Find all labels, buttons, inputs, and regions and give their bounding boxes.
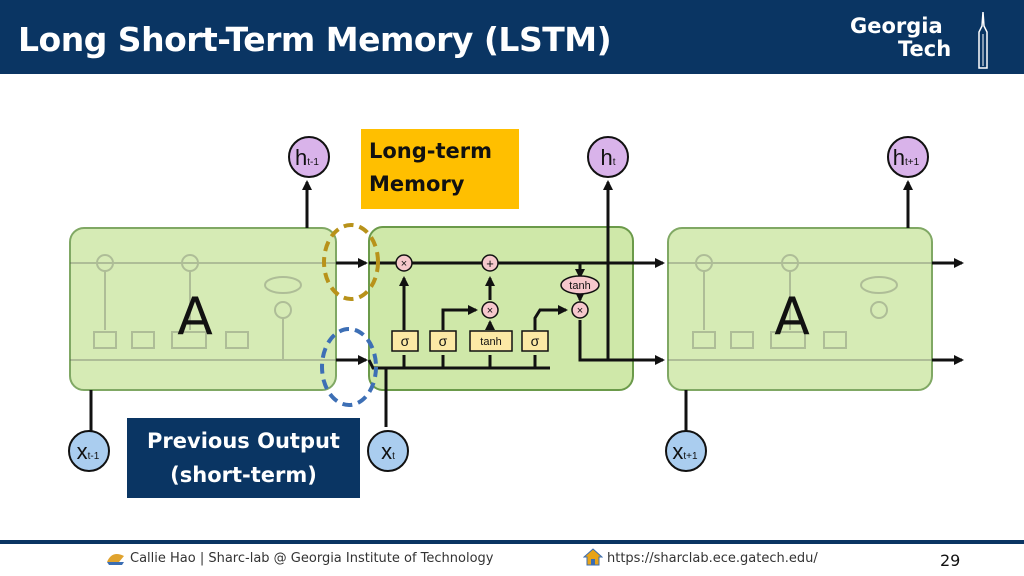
multiply-op-forget: × [395, 254, 413, 272]
node-base: x [77, 439, 88, 464]
cell-label-right: A [774, 287, 810, 347]
logo-line-georgia: Georgia [850, 14, 943, 38]
footer-credit: Callie Hao | Sharc-lab @ Georgia Institu… [130, 551, 494, 566]
svg-text:ht-1: ht-1 [295, 145, 319, 170]
input-gate-arrow [441, 305, 478, 330]
gate-label: σ [439, 333, 448, 349]
connector-lines [89, 180, 964, 433]
logo-line-tech: Tech [898, 37, 952, 61]
svg-text:ht+1: ht+1 [893, 145, 920, 170]
svg-text:ht: ht [600, 145, 615, 170]
candidate-gate: tanh [469, 330, 513, 352]
multiply-op-output: × [571, 301, 589, 319]
tanh-op: tanh [560, 275, 600, 295]
pointwise-ops: × + × × tanh [395, 254, 600, 319]
input-node-xt: xt [367, 430, 409, 472]
input-gate: σ [429, 330, 457, 352]
output-node-ht+1: ht+1 [887, 136, 929, 178]
hidden-state-out-arrow [578, 320, 665, 365]
home-icon[interactable] [583, 548, 603, 566]
add-op: + [481, 254, 499, 272]
long-term-memory-callout: Long-term Memory [361, 129, 519, 209]
faded-internals-right [668, 254, 932, 361]
op-label: × [487, 305, 493, 317]
callout-line-2: (short-term) [170, 463, 317, 487]
tanh-op-label: tanh [569, 280, 590, 292]
page-number: 29 [940, 551, 961, 570]
slide-title: Long Short-Term Memory (LSTM) [18, 20, 612, 59]
op-label: × [401, 258, 407, 270]
lstm-cell-left: A [69, 227, 337, 391]
forget-gate: σ [391, 330, 419, 352]
long-term-highlight [322, 223, 380, 301]
callout-line-1: Previous Output [147, 429, 340, 453]
node-base: h [295, 145, 307, 170]
callout-line-2: Memory [369, 172, 465, 196]
output-gate: σ [521, 330, 549, 352]
header-bar: Long Short-Term Memory (LSTM) Georgia Te… [0, 0, 1024, 74]
node-base: h [600, 145, 612, 170]
node-sub: t+1 [683, 451, 698, 462]
op-label: × [577, 305, 583, 317]
input-node-xt+1: xt+1 [665, 430, 707, 472]
node-sub: t [392, 451, 395, 462]
svg-text:xt+1: xt+1 [672, 439, 698, 464]
svg-text:xt: xt [381, 439, 395, 464]
short-term-highlight [320, 327, 378, 407]
footer-url-link[interactable]: https://sharclab.ece.gatech.edu/ [607, 551, 818, 566]
node-sub: t-1 [88, 451, 100, 462]
output-gate-arrow [533, 305, 568, 330]
gate-label: σ [531, 333, 540, 349]
input-node-xt-1: xt-1 [68, 430, 110, 472]
footer-divider [0, 540, 1024, 544]
node-base: x [672, 439, 683, 464]
gate-layers: σ σ tanh σ [391, 330, 549, 352]
lstm-diagram: A A [68, 136, 964, 472]
multiply-op-input: × [481, 301, 499, 319]
node-sub: t-1 [307, 157, 319, 168]
lstm-cell-center [368, 226, 634, 391]
gate-label: tanh [480, 336, 501, 348]
output-node-ht-1: ht-1 [288, 136, 330, 178]
svg-text:xt-1: xt-1 [77, 439, 100, 464]
georgia-tech-logo: Georgia Tech [850, 12, 990, 69]
op-label: + [486, 256, 494, 271]
output-node-ht: ht [587, 136, 629, 178]
node-sub: t [613, 157, 616, 168]
gate-label: σ [401, 333, 410, 349]
sharc-lab-icon [107, 554, 124, 565]
node-base: x [381, 439, 392, 464]
node-sub: t+1 [905, 157, 920, 168]
tower-icon [978, 12, 988, 69]
previous-output-callout: Previous Output (short-term) [127, 418, 360, 498]
node-base: h [893, 145, 905, 170]
faded-internals-left [70, 254, 336, 361]
cell-label-left: A [177, 287, 213, 347]
callout-line-1: Long-term [369, 139, 493, 163]
lstm-cell-right: A [667, 227, 933, 391]
